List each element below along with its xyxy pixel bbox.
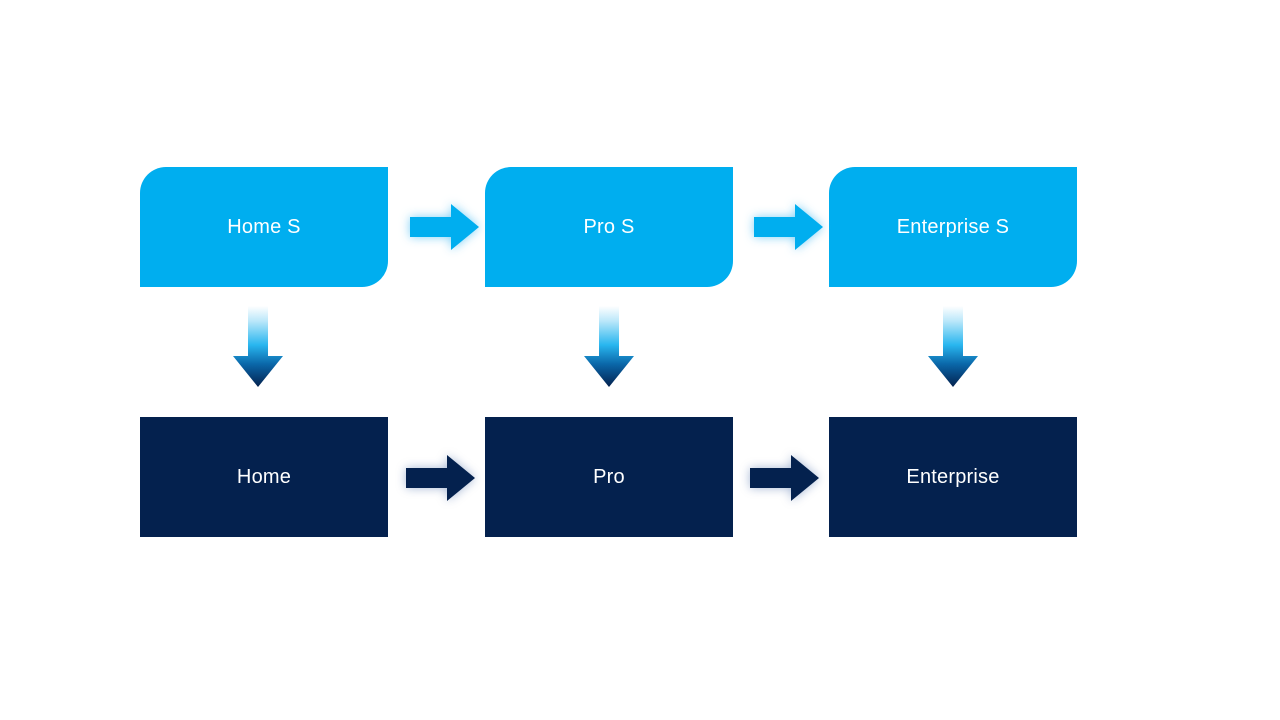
node-enterprise[interactable]: Enterprise bbox=[829, 417, 1077, 537]
node-pro-s[interactable]: Pro S bbox=[485, 167, 733, 287]
node-home-s-label: Home S bbox=[227, 216, 301, 238]
down-arrow-2-down-arrow-icon bbox=[582, 306, 636, 390]
down-arrow-1-down-arrow-icon bbox=[231, 306, 285, 390]
plain-arrow-2-right-arrow-icon bbox=[748, 452, 821, 504]
plain-arrow-1-right-arrow-icon bbox=[404, 452, 477, 504]
down-arrow-3-down-arrow-icon bbox=[926, 306, 980, 390]
node-pro[interactable]: Pro bbox=[485, 417, 733, 537]
node-enterprise-label: Enterprise bbox=[906, 466, 1000, 488]
service-arrow-1-right-arrow-icon bbox=[408, 201, 481, 253]
node-pro-label: Pro bbox=[593, 466, 625, 488]
node-enterprise-s[interactable]: Enterprise S bbox=[829, 167, 1077, 287]
node-enterprise-s-label: Enterprise S bbox=[896, 216, 1010, 238]
node-home[interactable]: Home bbox=[140, 417, 388, 537]
service-arrow-2-right-arrow-icon bbox=[752, 201, 825, 253]
node-home-s[interactable]: Home S bbox=[140, 167, 388, 287]
node-pro-s-label: Pro S bbox=[583, 216, 635, 238]
node-home-label: Home bbox=[236, 466, 292, 488]
